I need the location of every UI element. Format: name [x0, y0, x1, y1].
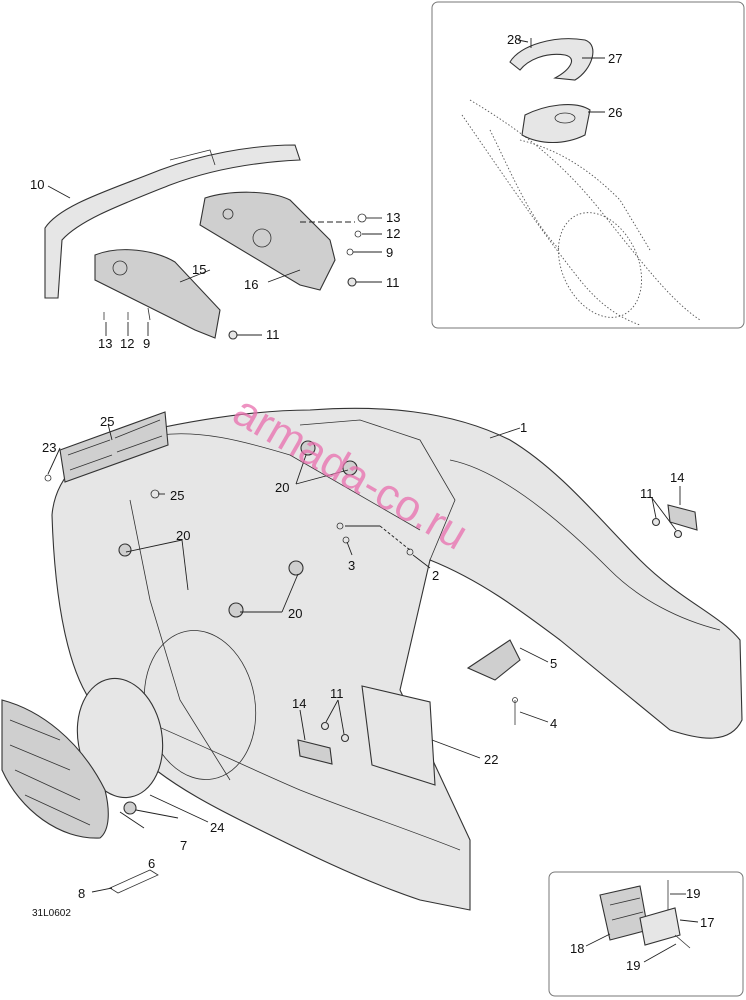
- label-16: 16: [244, 277, 258, 292]
- part-24-grille: [59, 411, 169, 483]
- part-26-plate: [521, 104, 591, 143]
- label-25: 25: [170, 488, 184, 503]
- label-5: 5: [550, 656, 557, 671]
- label-23: 23: [42, 440, 56, 455]
- part-1-body: [51, 407, 743, 911]
- inset-box-top-right: [431, 1, 745, 329]
- label-10: 10: [30, 177, 44, 192]
- label-22: 24: [210, 820, 224, 835]
- label-11-b: 11: [266, 327, 280, 342]
- label-13-a: 13: [386, 210, 400, 225]
- part-15-bracket: [94, 249, 221, 339]
- part-10-rear-bumper: [44, 144, 301, 299]
- label-20-a: 20: [275, 480, 289, 495]
- hood-outline-dotted: [461, 99, 701, 326]
- part-16-bracket: [199, 191, 336, 291]
- part-19-rivets: [667, 880, 691, 949]
- part-21-panel: [361, 685, 436, 786]
- label-1: 1: [520, 420, 527, 435]
- part-20-grommets: [118, 440, 358, 618]
- label-26: 26: [608, 105, 622, 120]
- label-14-b: 14: [292, 696, 306, 711]
- part-22-disc: [76, 677, 164, 799]
- label-27: 27: [608, 51, 622, 66]
- fasteners-main: [44, 474, 683, 743]
- label-12-b: 12: [120, 336, 134, 351]
- label-6: 6: [148, 856, 155, 871]
- inset-box-bottom-right: [548, 871, 744, 997]
- label-11-c: 11: [640, 486, 654, 501]
- label-28: 28: [507, 32, 521, 47]
- label-20-c: 20: [288, 606, 302, 621]
- label-4: 4: [550, 716, 557, 731]
- label-14-a: 14: [670, 470, 684, 485]
- part-27-bracket: [509, 38, 594, 81]
- label-17: 17: [700, 915, 714, 930]
- part-8-clip: [109, 869, 159, 894]
- label-3: 3: [348, 558, 355, 573]
- label-2: 2: [432, 568, 439, 583]
- part-5-bracket: [466, 639, 521, 681]
- label-15: 15: [192, 262, 206, 277]
- part-4-rivet: [512, 697, 518, 725]
- part-18-latch: [599, 885, 649, 941]
- label-18: 18: [570, 941, 584, 956]
- part-14-hinge-center: [297, 739, 333, 765]
- part-7-grommet: [123, 801, 137, 815]
- part-14-hinge-right: [667, 504, 698, 531]
- part-6-cover: [1, 699, 109, 839]
- label-9-a: 9: [386, 245, 393, 260]
- label-11-a: 11: [386, 275, 400, 290]
- callout-labels: 28 27 26 10 13 12 9 15 16 11 11 13 12 9 …: [30, 32, 714, 973]
- label-11-d: 11: [330, 686, 344, 701]
- label-9-b: 9: [143, 336, 150, 351]
- label-21: 22: [484, 752, 498, 767]
- drawing-code: 31L0602: [32, 908, 71, 919]
- label-19-a: 19: [686, 886, 700, 901]
- part-17-plate: [639, 907, 681, 946]
- label-24: 25: [100, 414, 114, 429]
- label-12-a: 12: [386, 226, 400, 241]
- label-20-b: 20: [176, 528, 190, 543]
- label-19-b: 19: [626, 958, 640, 973]
- label-7: 7: [180, 838, 187, 853]
- label-8: 8: [78, 886, 85, 901]
- label-13-b: 13: [98, 336, 112, 351]
